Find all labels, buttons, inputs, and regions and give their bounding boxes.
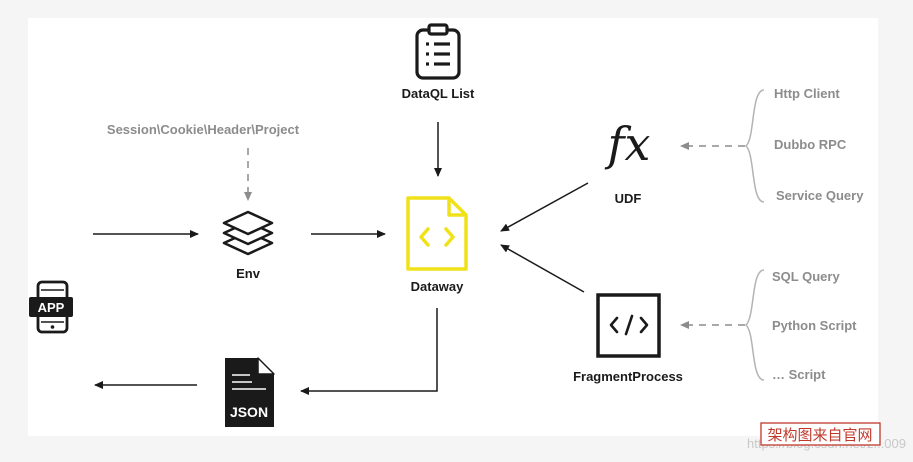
- app-phone-icon: APP: [29, 280, 73, 334]
- fragment-process-label: FragmentProcess: [573, 369, 683, 384]
- code-box-icon: [596, 293, 661, 358]
- layers-icon: [222, 210, 274, 256]
- watermark-stamp: 架构图来自官网: [767, 426, 872, 444]
- udf-source-dubbo-rpc: Dubbo RPC: [774, 137, 847, 152]
- fragment-source-other-script: … Script: [772, 367, 826, 382]
- udf-source-http-client: Http Client: [774, 86, 840, 101]
- json-icon-text: JSON: [230, 404, 268, 420]
- watermark-stamp-box: [760, 422, 881, 446]
- context-sources-label: Session\Cookie\Header\Project: [107, 122, 300, 137]
- dataql-list-label: DataQL List: [402, 86, 475, 101]
- fragment-sources-brace: [744, 269, 765, 381]
- udf-sources-brace: [744, 89, 765, 203]
- udf-label: UDF: [615, 191, 642, 206]
- json-file-icon: JSON: [225, 357, 275, 427]
- udf-source-service-query: Service Query: [776, 188, 864, 203]
- arrow-udf-to-dataway: [500, 182, 589, 232]
- fragment-source-sql-query: SQL Query: [772, 269, 840, 284]
- clipboard-icon: [415, 23, 461, 80]
- arrow-fragment-to-dataway: [500, 244, 585, 293]
- app-icon-text: APP: [38, 300, 65, 315]
- dataway-label: Dataway: [411, 279, 465, 294]
- diagram-panel: [28, 18, 878, 436]
- fragment-source-python-script: Python Script: [772, 318, 857, 333]
- arrow-dataway-to-json: [300, 308, 438, 395]
- udf-fx-icon: fx: [605, 117, 651, 171]
- env-label: Env: [236, 266, 261, 281]
- dataway-file-icon: [406, 196, 468, 271]
